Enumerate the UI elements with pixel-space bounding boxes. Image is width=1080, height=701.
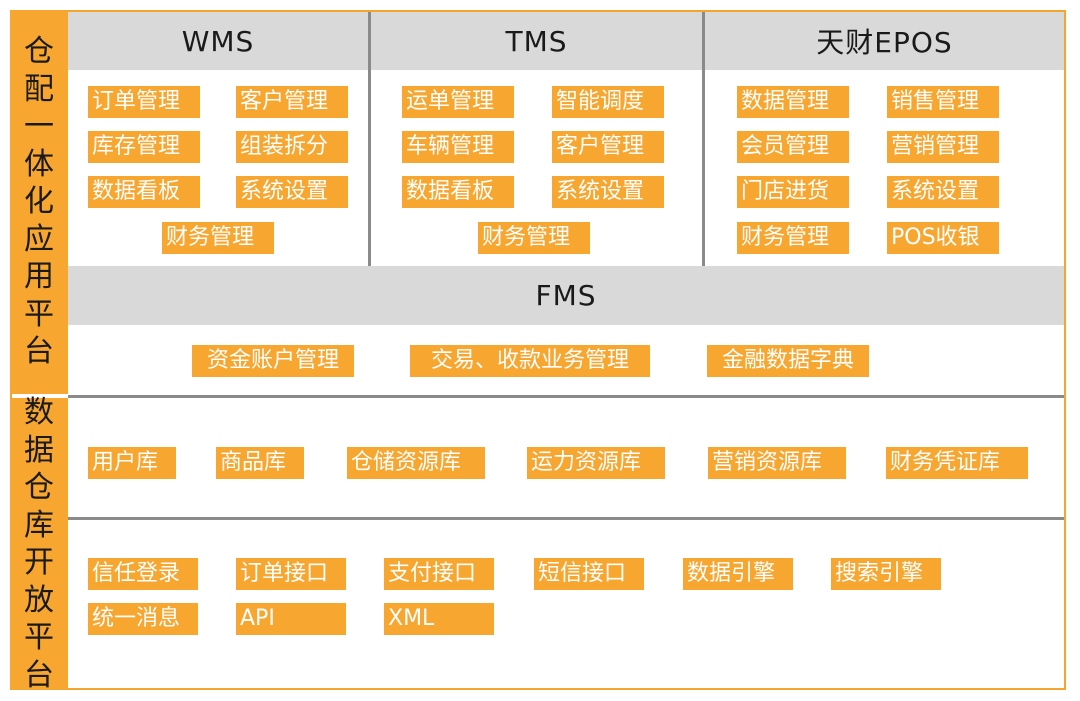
data-platform-char: 数	[24, 395, 54, 430]
app-platform-label: 仓 配 一 体 化 应 用 平 台	[10, 10, 68, 394]
warehouse-user-db[interactable]: 用户库	[88, 447, 176, 479]
wms-header: WMS	[68, 12, 368, 70]
divider-app-data	[68, 395, 1064, 398]
epos-store-purchasing[interactable]: 门店进货	[737, 176, 849, 208]
epos-data-management[interactable]: 数据管理	[737, 86, 849, 118]
app-platform-char: 体	[24, 146, 54, 182]
app-platform-char: 化	[24, 184, 54, 220]
open-xml[interactable]: XML	[384, 603, 494, 635]
app-platform-char: 应	[24, 221, 54, 257]
data-platform-char: 据	[24, 432, 54, 468]
epos-system-settings[interactable]: 系统设置	[887, 176, 999, 208]
fms-header: FMS	[68, 266, 1064, 325]
open-sms-api[interactable]: 短信接口	[534, 558, 644, 590]
warehouse-finance-voucher-db[interactable]: 财务凭证库	[886, 447, 1028, 479]
warehouse-marketing-resource-db[interactable]: 营销资源库	[708, 447, 846, 479]
app-platform-char: 台	[24, 334, 54, 370]
data-platform-char: 库	[24, 507, 54, 543]
data-platform-char: 平	[24, 620, 54, 655]
open-unified-message[interactable]: 统一消息	[88, 603, 198, 635]
data-platform-label: 数 据 仓 库 开 放 平 台	[10, 395, 68, 693]
open-data-engine[interactable]: 数据引擎	[683, 558, 793, 590]
data-platform-char: 仓	[24, 470, 54, 505]
data-platform-char: 开	[24, 545, 54, 580]
app-platform-char: 一	[24, 109, 54, 145]
wms-inventory-management[interactable]: 库存管理	[88, 131, 200, 163]
warehouse-product-db[interactable]: 商品库	[216, 447, 304, 479]
epos-member-management[interactable]: 会员管理	[737, 131, 849, 163]
app-platform-char: 仓	[24, 34, 54, 70]
tms-waybill-management[interactable]: 运单管理	[402, 86, 514, 118]
divider-tms-epos	[702, 12, 705, 266]
wms-order-management[interactable]: 订单管理	[88, 86, 200, 118]
warehouse-storage-resource-db[interactable]: 仓储资源库	[347, 447, 485, 479]
app-platform-char: 用	[24, 259, 54, 295]
wms-assembly-split[interactable]: 组装拆分	[236, 131, 348, 163]
tms-customer-management[interactable]: 客户管理	[552, 131, 664, 163]
epos-header: 天财EPOS	[705, 12, 1064, 70]
app-platform-char: 配	[24, 71, 54, 107]
open-api[interactable]: API	[236, 603, 346, 635]
wms-customer-management[interactable]: 客户管理	[236, 86, 348, 118]
divider-wms-tms	[368, 12, 371, 266]
fms-transaction-collection-management[interactable]: 交易、收款业务管理	[410, 345, 650, 377]
tms-vehicle-management[interactable]: 车辆管理	[402, 131, 514, 163]
tms-smart-dispatch[interactable]: 智能调度	[552, 86, 664, 118]
data-platform-char: 台	[24, 657, 54, 693]
wms-finance-management[interactable]: 财务管理	[162, 222, 274, 254]
data-platform-char: 放	[24, 582, 54, 618]
epos-sales-management[interactable]: 销售管理	[887, 86, 999, 118]
warehouse-transport-resource-db[interactable]: 运力资源库	[527, 447, 665, 479]
wms-data-dashboard[interactable]: 数据看板	[88, 176, 200, 208]
open-search-engine[interactable]: 搜索引擎	[831, 558, 941, 590]
tms-header: TMS	[371, 12, 702, 70]
epos-finance-management[interactable]: 财务管理	[737, 222, 849, 254]
open-payment-api[interactable]: 支付接口	[384, 558, 494, 590]
tms-finance-management[interactable]: 财务管理	[478, 222, 590, 254]
wms-system-settings[interactable]: 系统设置	[236, 176, 348, 208]
fms-financial-data-dictionary[interactable]: 金融数据字典	[707, 345, 869, 377]
epos-marketing-management[interactable]: 营销管理	[887, 131, 999, 163]
open-trusted-login[interactable]: 信任登录	[88, 558, 198, 590]
app-platform-char: 平	[24, 296, 54, 332]
tms-data-dashboard[interactable]: 数据看板	[402, 176, 514, 208]
divider-warehouse-open	[68, 517, 1064, 520]
fms-fund-account-management[interactable]: 资金账户管理	[192, 345, 354, 377]
open-order-api[interactable]: 订单接口	[236, 558, 346, 590]
tms-system-settings[interactable]: 系统设置	[552, 176, 664, 208]
epos-pos-checkout[interactable]: POS收银	[887, 222, 999, 254]
